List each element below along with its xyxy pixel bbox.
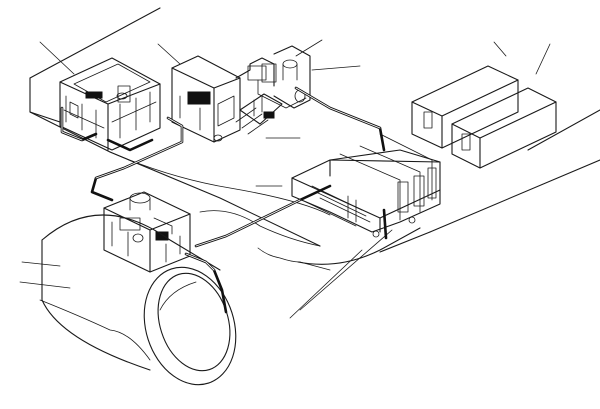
tank-array: tank array xyxy=(291,133,441,238)
middle-pipe-unit: pipe unit xyxy=(103,191,191,273)
connection-hoses xyxy=(60,86,388,314)
pipe-section: pipe section xyxy=(19,214,237,386)
containers: containers xyxy=(411,65,557,169)
left-control-unit: control unit xyxy=(59,57,161,151)
upper-pump-station: pump station xyxy=(171,45,311,143)
leader-lines xyxy=(39,39,551,319)
trench xyxy=(29,7,600,271)
